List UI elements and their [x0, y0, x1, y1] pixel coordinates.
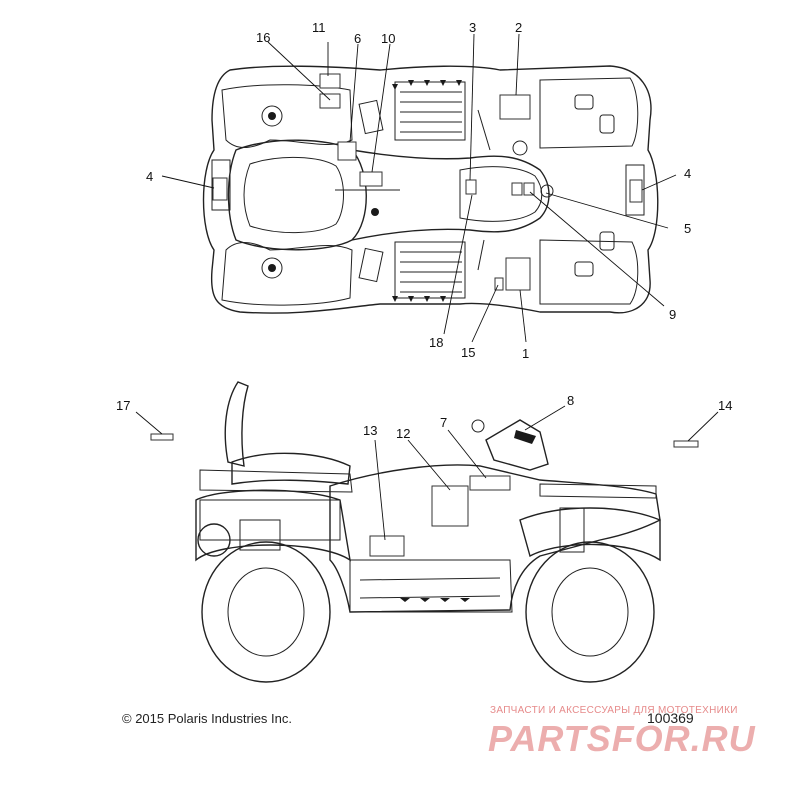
callout-15: 15	[461, 345, 475, 360]
callout-numbers: 1 2 3 4 4 5 6 7 8 9 10 11 12 13 14 15 16…	[116, 20, 732, 441]
document-number: 100369	[647, 710, 694, 726]
footwell-treads	[400, 91, 462, 293]
watermark-tagline: ЗАПЧАСТИ И АКСЕССУАРЫ ДЛЯ МОТОТЕХНИКИ	[490, 705, 738, 716]
atv-top-view	[202, 65, 659, 314]
callout-4-right: 4	[684, 166, 691, 181]
callout-14: 14	[718, 398, 732, 413]
callout-5: 5	[684, 221, 691, 236]
callout-1: 1	[522, 346, 529, 361]
callout-8: 8	[567, 393, 574, 408]
atv-side-view	[150, 381, 699, 683]
watermark-logo: PARTSFOR.RU	[488, 718, 756, 759]
callout-4-left: 4	[146, 169, 153, 184]
leader-lines-top	[161, 33, 677, 343]
callout-13: 13	[363, 423, 377, 438]
callout-10: 10	[381, 31, 395, 46]
callout-11: 11	[312, 20, 326, 35]
callout-16: 16	[256, 30, 270, 45]
callout-18: 18	[429, 335, 443, 350]
callout-7: 7	[440, 415, 447, 430]
leader-lines-side	[135, 405, 719, 541]
callout-17: 17	[116, 398, 130, 413]
callout-2: 2	[515, 20, 522, 35]
callout-3: 3	[469, 20, 476, 35]
callout-9: 9	[669, 307, 676, 322]
copyright-notice: © 2015 Polaris Industries Inc.	[122, 711, 292, 726]
callout-12: 12	[396, 426, 410, 441]
callout-6: 6	[354, 31, 361, 46]
